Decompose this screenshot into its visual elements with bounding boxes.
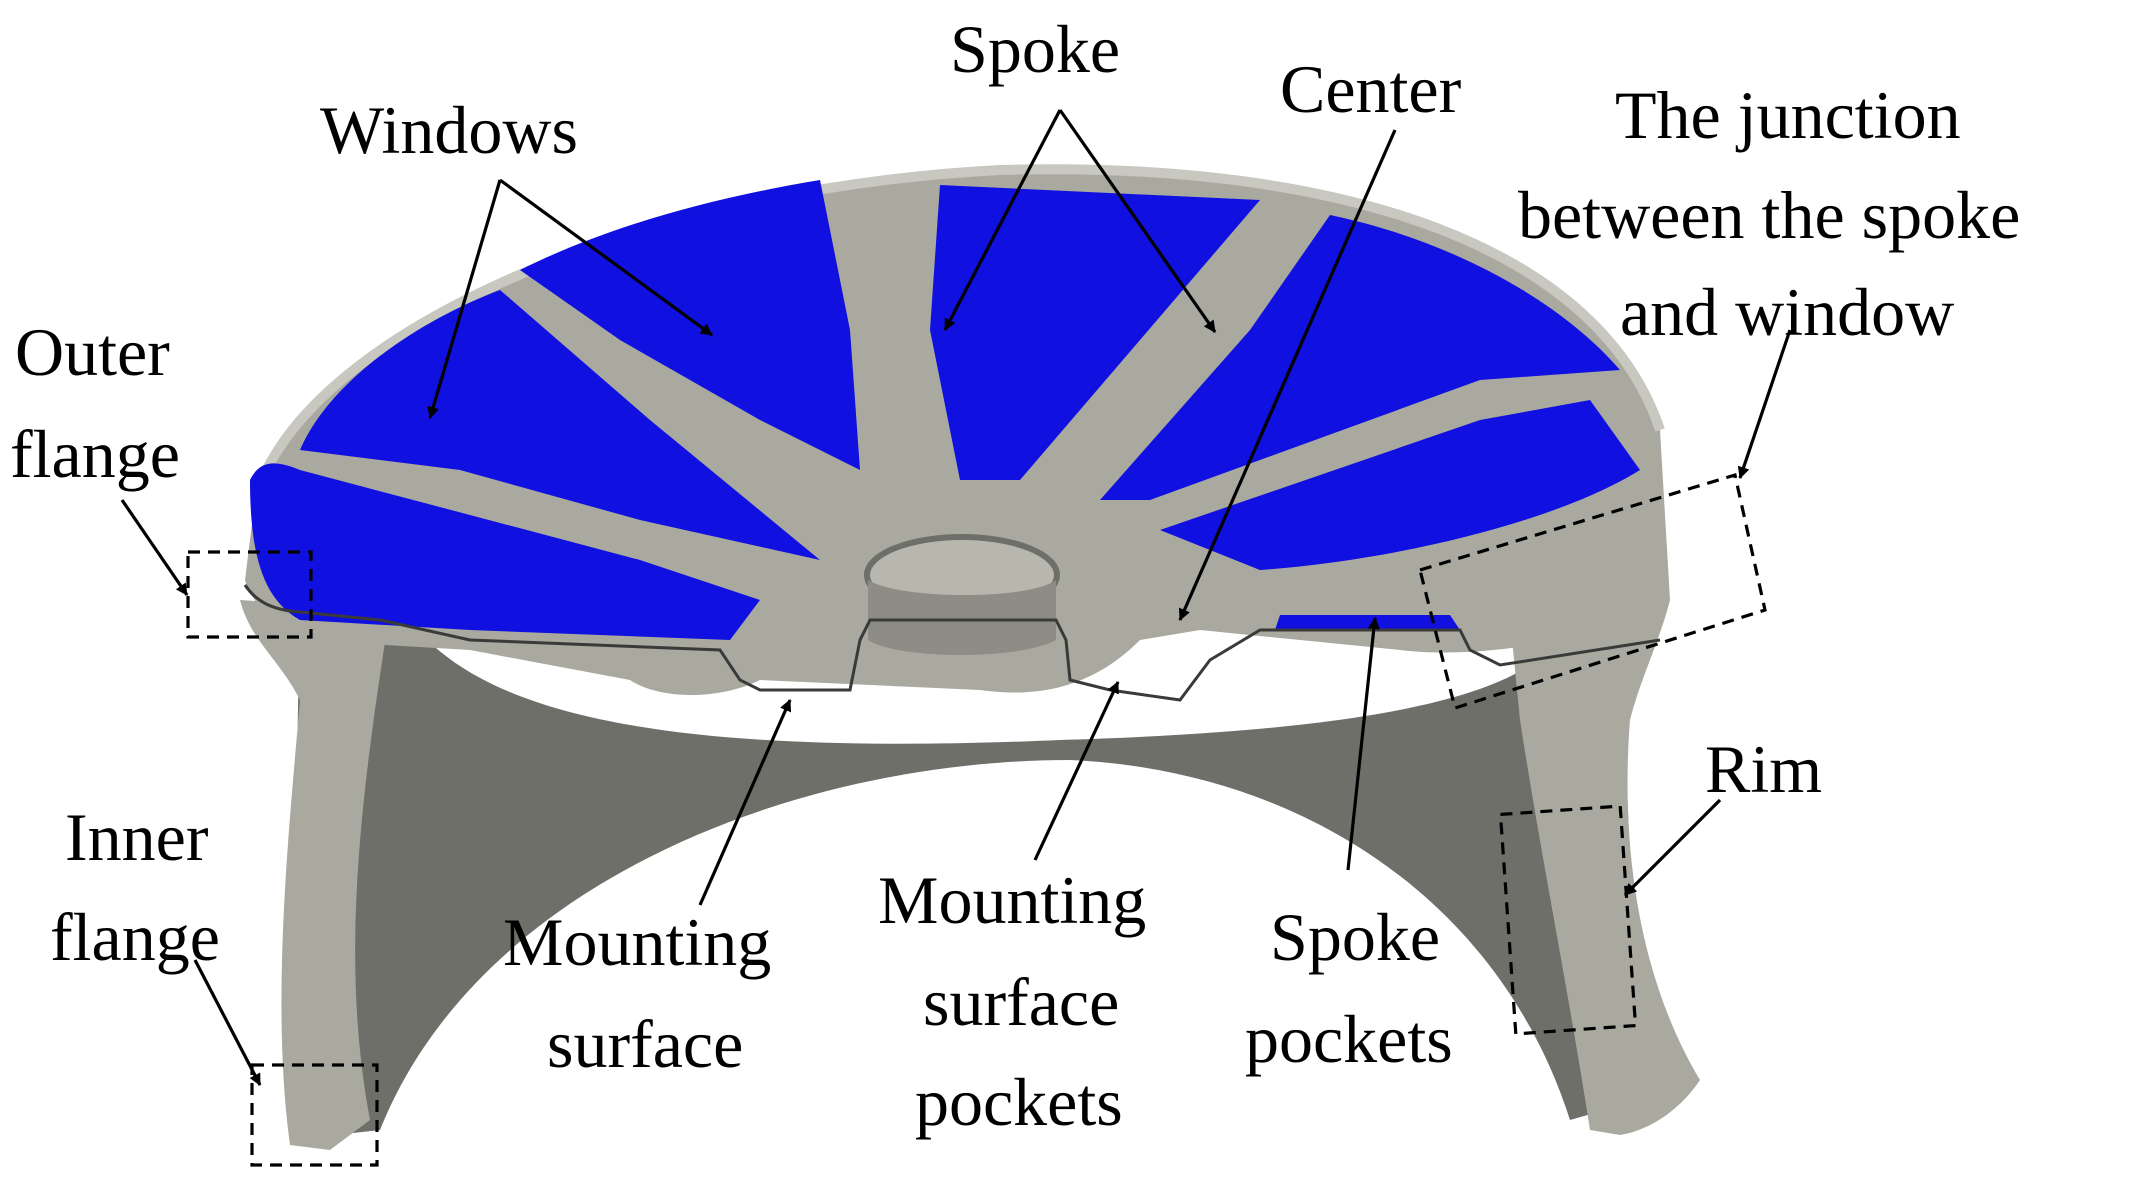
label-outer-flange-2: flange [10,416,180,492]
junction-box [1418,472,1767,711]
window-right-2 [1160,400,1640,570]
arrow-center [1178,129,1397,621]
label-mounting-surface-2: surface [547,1006,743,1082]
label-junction-1: The junction [1615,77,1961,153]
label-windows: Windows [320,92,578,168]
arrow-rim [1623,798,1722,897]
label-mounting-surface-1: Mounting [503,904,771,980]
label-junction-3: and window [1620,274,1954,350]
label-junction-2: between the spoke [1518,177,2020,253]
arrow-mounting-surface [698,699,792,906]
label-mounting-pockets-2: surface [923,964,1119,1040]
arrow-spoke-pockets [1346,617,1380,871]
inner-barrel [290,560,1640,1140]
window-left-2 [520,180,860,470]
right-rim-wall [1510,600,1700,1135]
label-inner-flange-2: flange [50,899,220,975]
label-rim: Rim [1705,731,1822,807]
arrow-inner-flange [193,959,262,1086]
wheel-illustration [240,164,1700,1150]
arrow-spoke-right [1058,109,1217,333]
section-outline [243,584,1661,702]
rim-box [1498,804,1638,1036]
center-hub-body [868,580,1056,655]
label-outer-flange-1: Outer [15,314,170,390]
arrow-windows-left [427,179,502,419]
arrow-outer-flange [120,499,189,596]
windows-group [250,180,1640,640]
arrow-windows-right [499,178,713,337]
outer-flange-lip [250,164,1665,502]
label-mounting-pockets-3: pockets [915,1064,1123,1140]
arrow-spoke-left [943,109,1062,331]
leader-arrows [120,109,1792,1086]
inner-flange-box [250,1063,379,1167]
arrow-junction [1737,329,1792,479]
spoke-pocket [1275,615,1460,630]
label-inner-flange-1: Inner [65,799,209,875]
left-rim-wall [240,600,390,1150]
label-center: Center [1280,51,1462,127]
outer-flange-box [186,550,313,639]
label-spoke-pockets-1: Spoke [1270,899,1440,975]
text-labels: Windows Spoke Center The junction betwee… [10,11,2020,1140]
label-mounting-pockets-1: Mounting [878,862,1146,938]
window-right-1 [1100,215,1620,500]
label-spoke-pockets-2: pockets [1245,1001,1453,1077]
window-center [930,185,1260,480]
window-left-lower [250,463,760,640]
window-left-1 [300,290,820,560]
label-spoke: Spoke [950,11,1120,87]
arrow-mounting-pockets [1033,681,1120,861]
